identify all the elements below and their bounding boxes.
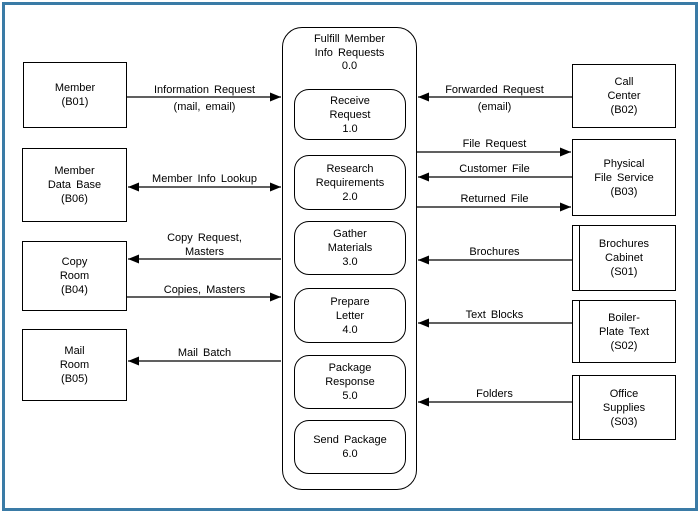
datastore-id: (S03) xyxy=(610,415,638,428)
process-label: Requirements xyxy=(315,176,385,189)
datastore-label: Cabinet xyxy=(605,252,643,264)
datastore-id: (S01) xyxy=(610,266,638,278)
datastore-label: Office xyxy=(609,387,639,400)
flow-label-copies-masters: Copies, Masters xyxy=(163,284,246,296)
datastore-label: Supplies xyxy=(602,401,646,414)
process-number: 2.0 xyxy=(342,190,358,203)
entity-label: Room xyxy=(59,270,90,282)
process-label: Research xyxy=(326,162,374,175)
flow-label-mail-batch: Mail Batch xyxy=(177,347,232,359)
process-gather-materials: Gather Materials 3.0 xyxy=(294,221,406,275)
entity-label: Call xyxy=(614,76,634,88)
entity-id: (B03) xyxy=(610,185,638,198)
entity-id: (B04) xyxy=(61,284,88,296)
entity-member-b01: Member (B01) xyxy=(23,62,127,128)
process-receive-request: Receive Request 1.0 xyxy=(294,89,406,140)
process-label: Request xyxy=(329,108,371,121)
entity-label: File Service xyxy=(594,171,654,184)
entity-id: (B05) xyxy=(61,373,88,385)
datastore-label: Plate Text xyxy=(598,325,650,338)
process-package-response: Package Response 5.0 xyxy=(294,355,406,409)
process-prepare-letter: Prepare Letter 4.0 xyxy=(294,288,406,343)
process-label: Prepare xyxy=(330,295,370,308)
entity-id: (B01) xyxy=(61,96,89,108)
process-number: 3.0 xyxy=(342,256,358,268)
datastore-id: (S02) xyxy=(610,339,638,352)
datastore-label: Boiler- xyxy=(608,311,640,324)
flow-label-brochures: Brochures xyxy=(469,246,520,258)
process-label: Receive xyxy=(330,94,370,107)
flow-label-text-blocks: Text Blocks xyxy=(465,309,524,321)
process-label: Materials xyxy=(327,242,373,254)
process-send-package: Send Package 6.0 xyxy=(294,420,406,474)
context-boundary-title: Fulfill Member Info Requests 0.0 xyxy=(313,33,386,72)
process-number: 4.0 xyxy=(342,323,358,336)
entity-member-database-b06: Member Data Base (B06) xyxy=(22,148,127,222)
process-number: 5.0 xyxy=(342,390,358,402)
entity-label: Mail xyxy=(64,345,85,357)
entity-call-center-b02: Call Center (B02) xyxy=(572,64,676,128)
process-number: 1.0 xyxy=(342,122,358,135)
process-label: Package xyxy=(328,362,372,374)
flow-label-information-request-detail: (mail, email) xyxy=(173,101,236,113)
entity-physical-file-service-b03: Physical File Service (B03) xyxy=(572,139,676,216)
datastore-office-supplies-s03: Office Supplies (S03) xyxy=(572,375,676,440)
process-label: Send Package xyxy=(313,434,387,446)
entity-copy-room-b04: Copy Room (B04) xyxy=(22,241,127,311)
flow-label-customer-file: Customer File xyxy=(459,163,530,175)
flow-label-forwarded-request: Forwarded Request xyxy=(445,84,544,96)
entity-label: Copy xyxy=(61,256,88,268)
flow-label-folders: Folders xyxy=(476,388,513,400)
entity-label: Physical xyxy=(603,157,645,170)
entity-label: Member xyxy=(54,165,95,177)
flow-label-information-request: Information Request xyxy=(153,84,256,96)
datastore-brochures-cabinet-s01: Brochures Cabinet (S01) xyxy=(572,225,676,291)
entity-id: (B02) xyxy=(610,104,638,116)
entity-label: Center xyxy=(607,90,641,102)
datastore-boilerplate-text-s02: Boiler- Plate Text (S02) xyxy=(572,300,676,363)
process-research-requirements: Research Requirements 2.0 xyxy=(294,155,406,210)
flow-label-file-request: File Request xyxy=(462,138,527,150)
entity-id: (B06) xyxy=(61,193,88,205)
flow-label-member-info-lookup: Member Info Lookup xyxy=(152,173,257,185)
process-label: Response xyxy=(325,376,375,388)
flow-label-forwarded-request-detail: (email) xyxy=(477,101,512,113)
process-label: Letter xyxy=(335,309,365,322)
process-label: Gather xyxy=(333,228,367,240)
process-number: 6.0 xyxy=(342,448,358,460)
entity-label: Member xyxy=(54,82,96,94)
flow-label-copy-request-masters: Copy Request, Masters xyxy=(167,232,242,258)
entity-label: Data Base xyxy=(47,179,102,191)
flow-label-returned-file: Returned File xyxy=(460,193,529,205)
entity-mail-room-b05: Mail Room (B05) xyxy=(22,329,127,401)
datastore-label: Brochures xyxy=(598,238,650,250)
entity-label: Room xyxy=(59,359,90,371)
